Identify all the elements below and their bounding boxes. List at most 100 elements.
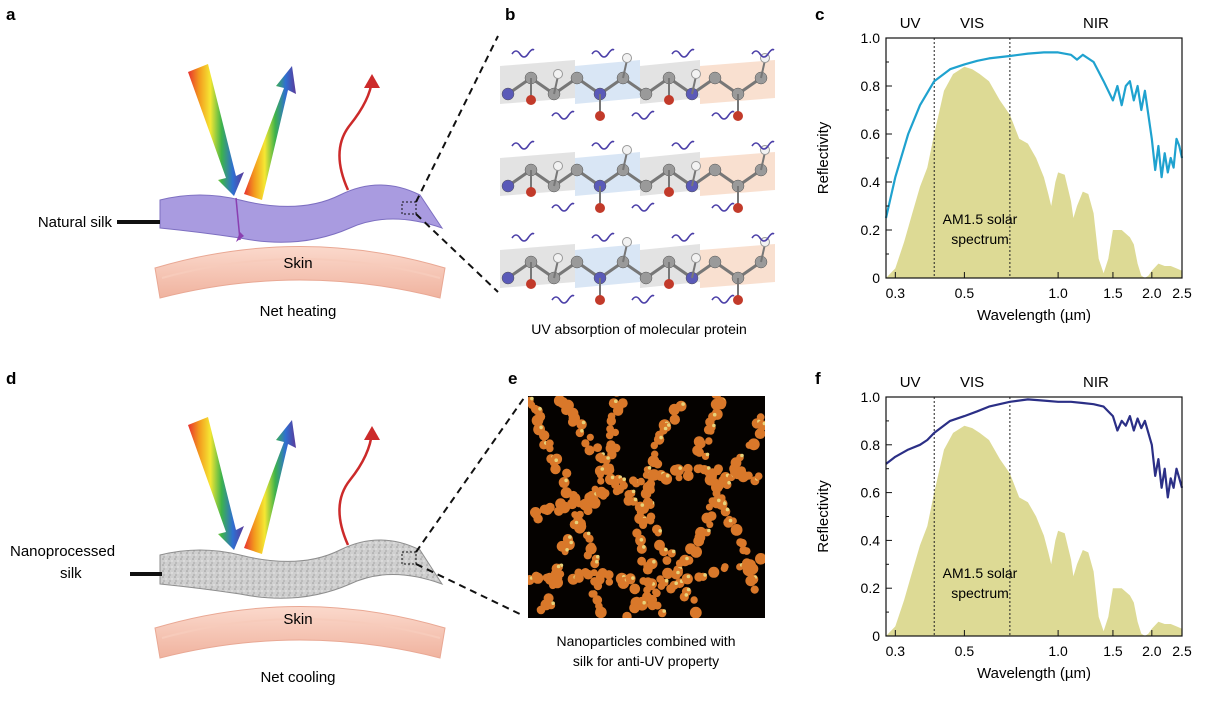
atom [639, 179, 653, 193]
skin-layer [154, 606, 446, 659]
nanoprocessed-silk-label-line1: Nanoprocessed [10, 543, 115, 560]
heat-arrow-head [364, 426, 380, 440]
nanoparticle [708, 566, 720, 578]
uv-photon-squiggle [511, 48, 535, 58]
nanoparticle [614, 484, 625, 494]
y-tick-label: 0.6 [861, 485, 881, 501]
nanoparticle [680, 387, 689, 396]
nanoparticle-highlight [658, 529, 662, 533]
nanoparticle-highlight [665, 473, 670, 478]
hydrogen-atom [622, 53, 632, 63]
nanoparticle-highlight [622, 477, 626, 482]
nanoparticle [693, 436, 705, 447]
x-tick-label: 2.0 [1142, 643, 1162, 659]
nanoparticle [754, 428, 765, 439]
hydrogen-atom [691, 253, 701, 263]
nanoparticle [583, 551, 592, 560]
protein-molecule-diagram [500, 48, 775, 305]
nanoparticle [558, 477, 570, 488]
nanoparticle [720, 506, 731, 517]
nanoparticle [652, 589, 661, 598]
reflectivity-line [884, 51, 1184, 219]
y-tick-label: 0 [872, 270, 880, 286]
region-label: NIR [1083, 15, 1109, 32]
nanoparticle [549, 581, 557, 590]
nanoparticle-highlight [554, 458, 558, 463]
panel-e: e Nanoparticles combined with silk for a… [508, 369, 765, 669]
nanoparticle [536, 605, 546, 615]
nanoparticle [595, 570, 606, 581]
uv-photon-squiggle [631, 202, 655, 212]
nanoparticle-highlight [684, 593, 689, 597]
x-axis-label: Wavelength (µm) [977, 665, 1091, 682]
nanoparticle [736, 538, 745, 547]
nanoparticle-highlight [712, 412, 717, 417]
nanoparticle-highlight [712, 423, 716, 428]
absorbed-ray-head [236, 232, 244, 242]
oxygen-atom [733, 295, 743, 305]
nanoparticle-highlight [740, 453, 744, 458]
uv-photon-squiggle [591, 140, 615, 150]
uv-photon-squiggle [551, 202, 575, 212]
x-axis-label: Wavelength (µm) [977, 307, 1091, 324]
nanoparticle [669, 414, 680, 425]
uv-photon-squiggle [631, 294, 655, 304]
atom [639, 271, 653, 285]
nanoparticle [707, 511, 717, 521]
nanoparticle [562, 468, 572, 478]
zoom-box [401, 201, 417, 215]
side-bond [553, 167, 559, 187]
region-label: UV [900, 374, 921, 391]
y-tick-label: 0.2 [861, 580, 881, 596]
nanoparticle [647, 455, 660, 468]
nanoparticle-highlight [705, 452, 710, 457]
nanoparticle [546, 444, 554, 453]
nanoparticle-highlight [595, 559, 599, 564]
x-tick-label: 0.3 [886, 643, 906, 659]
uv-photon-squiggle [671, 140, 695, 150]
skin-label: Skin [283, 255, 312, 272]
nanoparticle [675, 559, 684, 568]
nanoparticle-highlight [664, 578, 669, 583]
nanoparticle [647, 600, 658, 611]
nanoparticle-highlight [538, 407, 542, 411]
x-tick-label: 0.3 [886, 285, 906, 301]
oxygen-atom [526, 95, 536, 105]
zoom-box [401, 551, 417, 565]
nanoparticle-highlight [703, 573, 707, 577]
uv-photon-squiggle [631, 110, 655, 120]
panel-letter-f: f [815, 369, 821, 388]
nanoparticle [634, 501, 646, 513]
uv-photon-squiggle [751, 48, 775, 58]
nanoparticle [550, 463, 561, 475]
region-label: UV [900, 15, 921, 32]
uv-photon-squiggle [671, 48, 695, 58]
nanoparticle [706, 521, 714, 529]
incident-light-arrow [188, 417, 244, 550]
uv-photon-squiggle [591, 48, 615, 58]
nanoparticle-highlight [642, 545, 646, 549]
side-bond [691, 167, 697, 187]
oxygen-atom [526, 279, 536, 289]
nanoparticle [614, 396, 620, 397]
nanoparticle [583, 569, 594, 580]
panel-letter-a: a [6, 5, 16, 24]
nanoparticle [629, 583, 641, 595]
y-tick-label: 1.0 [861, 30, 881, 46]
nanoparticle [646, 516, 655, 525]
nanoparticle-highlight [581, 420, 586, 425]
y-tick-label: 0.2 [861, 222, 881, 238]
nanoparticle-highlight [652, 559, 656, 564]
nanoparticle [556, 570, 565, 578]
side-bond [622, 59, 628, 79]
nanoparticle [575, 500, 583, 508]
zoom-line [415, 35, 499, 203]
nanoparticle-highlight [530, 396, 534, 401]
uv-photon-squiggle [511, 140, 535, 150]
nanoparticle [705, 437, 713, 445]
panel-letter-d: d [6, 369, 16, 388]
nanoparticle [668, 404, 680, 416]
nanoparticle [531, 414, 544, 427]
nanoparticle [714, 480, 725, 491]
nanoparticle [584, 445, 595, 456]
